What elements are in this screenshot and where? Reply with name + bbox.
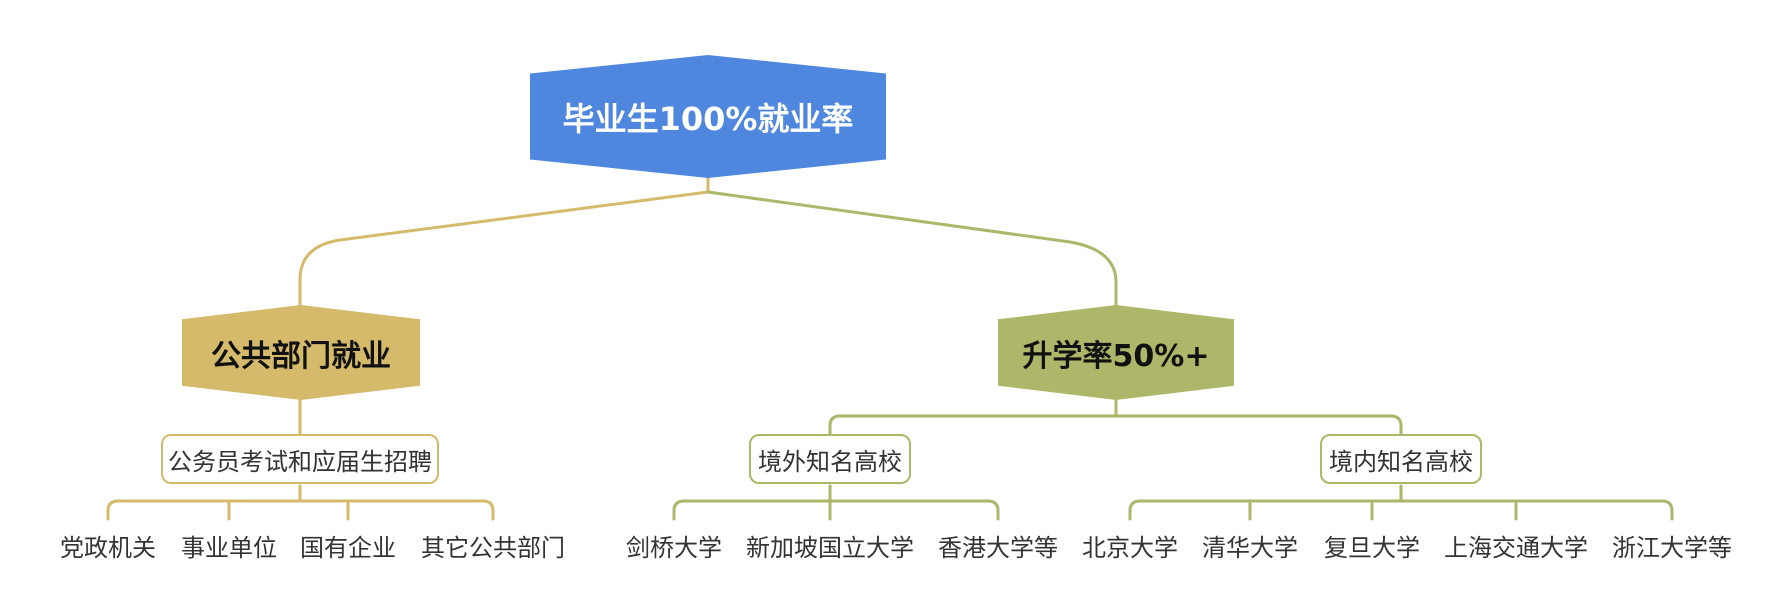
leaf-node[interactable]: 北京大学 bbox=[1082, 533, 1178, 562]
branch-further-study[interactable]: 升学率50%+ bbox=[998, 305, 1234, 400]
leaf-node[interactable]: 剑桥大学 bbox=[626, 533, 722, 562]
group-civil-service[interactable]: 公务员考试和应届生招聘 bbox=[161, 434, 439, 484]
connector-overseas-to-leaves bbox=[672, 484, 1000, 521]
leaf-node[interactable]: 新加坡国立大学 bbox=[746, 533, 914, 562]
leaf-node[interactable]: 事业单位 bbox=[181, 533, 277, 562]
leaf-node[interactable]: 党政机关 bbox=[60, 533, 156, 562]
connector-right-branch-to-groups bbox=[828, 396, 1403, 436]
leaf-node[interactable]: 上海交通大学 bbox=[1444, 533, 1588, 562]
connector-root-right bbox=[706, 190, 1118, 309]
connector-domestic-to-leaves bbox=[1128, 484, 1674, 521]
root-node[interactable]: 毕业生100%就业率 bbox=[530, 55, 886, 178]
leaf-node[interactable]: 清华大学 bbox=[1202, 533, 1298, 562]
connector-root-left bbox=[298, 190, 710, 309]
group-domestic-universities[interactable]: 境内知名高校 bbox=[1320, 434, 1482, 484]
group-overseas-universities[interactable]: 境外知名高校 bbox=[749, 434, 911, 484]
branch-public-sector[interactable]: 公共部门就业 bbox=[182, 305, 420, 400]
connector-left-group-to-leaves bbox=[106, 484, 495, 521]
leaf-node[interactable]: 复旦大学 bbox=[1324, 533, 1420, 562]
leaf-node[interactable]: 香港大学等 bbox=[938, 533, 1058, 562]
leaf-node[interactable]: 其它公共部门 bbox=[421, 533, 565, 562]
leaf-node[interactable]: 浙江大学等 bbox=[1612, 533, 1732, 562]
leaf-node[interactable]: 国有企业 bbox=[300, 533, 396, 562]
